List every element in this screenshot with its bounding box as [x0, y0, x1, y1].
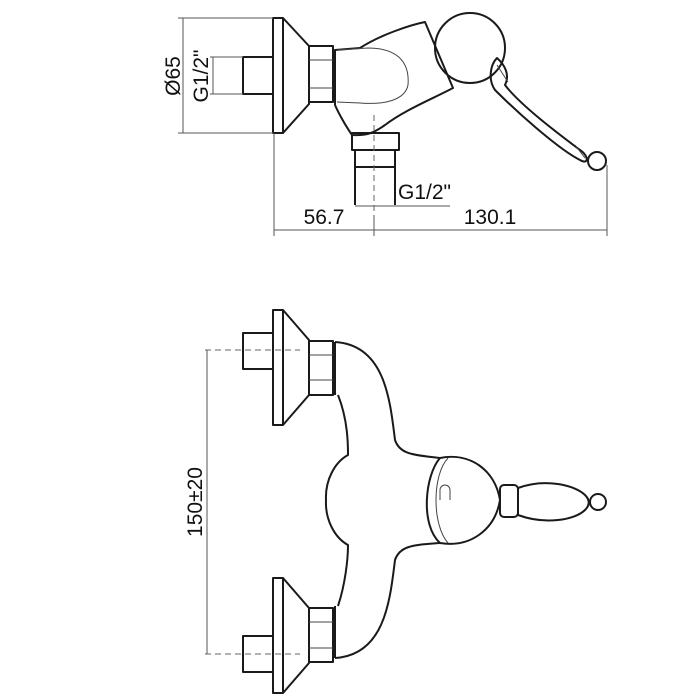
side-wall-flange — [272, 17, 310, 134]
inlet-thread-label: G1/2" — [190, 50, 213, 103]
dim-inlet-spacing: 150±20 — [184, 350, 208, 654]
flange-diameter-label: Ø65 — [162, 56, 185, 96]
side-handle-cap — [434, 12, 506, 84]
side-outlet — [351, 115, 400, 215]
side-body — [334, 21, 454, 137]
side-nut — [308, 45, 334, 103]
side-inlet-pipe — [242, 56, 274, 95]
front-view: 150±20 — [184, 309, 607, 694]
side-view: Ø65 G1/2" G1/2" 56.7 130.1 — [162, 12, 608, 236]
dim-flange-diameter: Ø65 — [162, 17, 273, 134]
front-handle — [425, 455, 607, 545]
dim-outlet-thread: G1/2" — [355, 181, 451, 207]
inlet-spacing-label: 150±20 — [184, 467, 207, 537]
dim-offsets: 56.7 130.1 — [273, 133, 608, 236]
front-body — [324, 341, 441, 659]
side-handle-lever — [489, 57, 607, 171]
outlet-thread-label: G1/2" — [398, 181, 451, 204]
offset-left-label: 56.7 — [304, 206, 345, 229]
offset-right-label: 130.1 — [464, 206, 517, 229]
bottom-inlet — [205, 577, 334, 694]
top-inlet — [205, 309, 334, 426]
dim-inlet-thread: G1/2" — [190, 50, 243, 103]
